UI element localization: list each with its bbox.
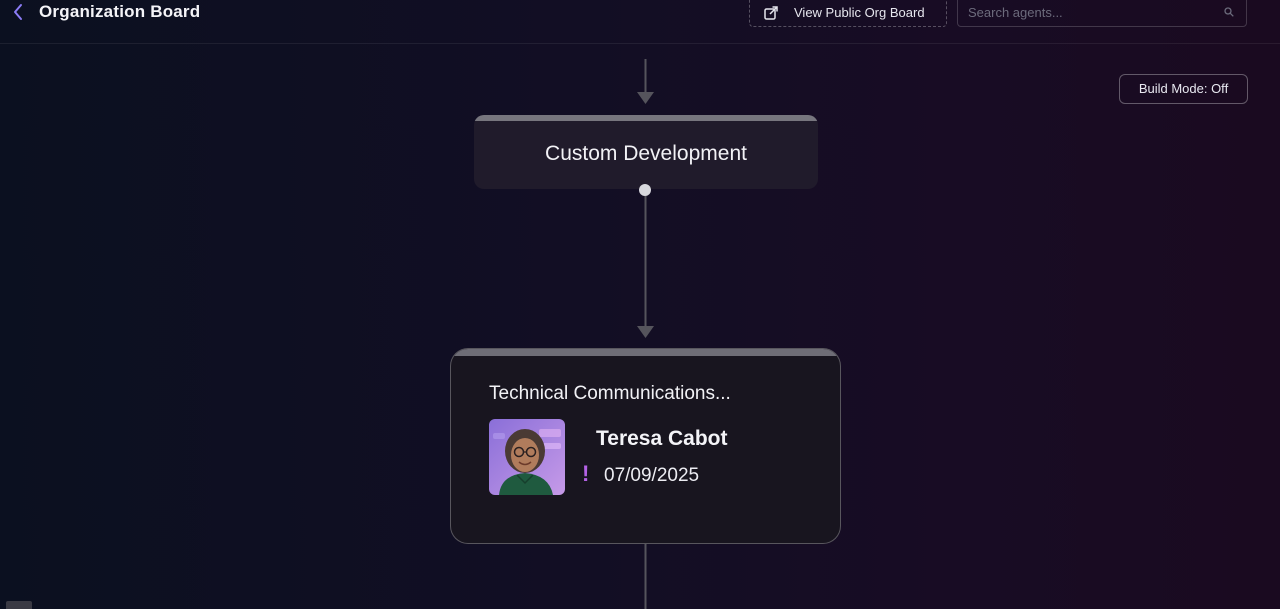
agent-card-bar xyxy=(451,349,840,356)
search-icon xyxy=(1224,7,1234,17)
external-link-icon xyxy=(764,6,778,20)
alert-indicator: ! xyxy=(582,461,590,486)
chevron-left-icon xyxy=(14,4,22,20)
back-button[interactable] xyxy=(10,2,28,22)
agent-name: Teresa Cabot xyxy=(596,427,728,450)
page-title: Organization Board xyxy=(39,2,201,21)
department-title: Custom Development xyxy=(545,142,747,165)
agent-role: Technical Communications... xyxy=(489,383,731,404)
agent-portrait-icon xyxy=(489,419,565,495)
agent-date: 07/09/2025 xyxy=(604,465,700,486)
department-node-bar xyxy=(474,115,818,121)
arrowhead-middle xyxy=(637,326,654,338)
search-box[interactable] xyxy=(957,0,1247,27)
zoom-control-button[interactable] xyxy=(6,601,32,609)
arrowhead-top xyxy=(637,92,654,104)
search-input[interactable] xyxy=(968,4,1208,20)
app-header: Organization Board View Public Org Board xyxy=(0,0,1280,44)
view-public-org-board-button[interactable]: View Public Org Board xyxy=(749,0,947,27)
build-mode-toggle[interactable]: Build Mode: Off xyxy=(1119,74,1248,104)
agent-card[interactable]: Technical Communications... xyxy=(450,348,841,544)
avatar xyxy=(489,419,565,495)
view-public-org-board-label: View Public Org Board xyxy=(794,5,925,20)
department-node[interactable]: Custom Development xyxy=(474,115,818,189)
connection-handle[interactable] xyxy=(639,184,651,196)
